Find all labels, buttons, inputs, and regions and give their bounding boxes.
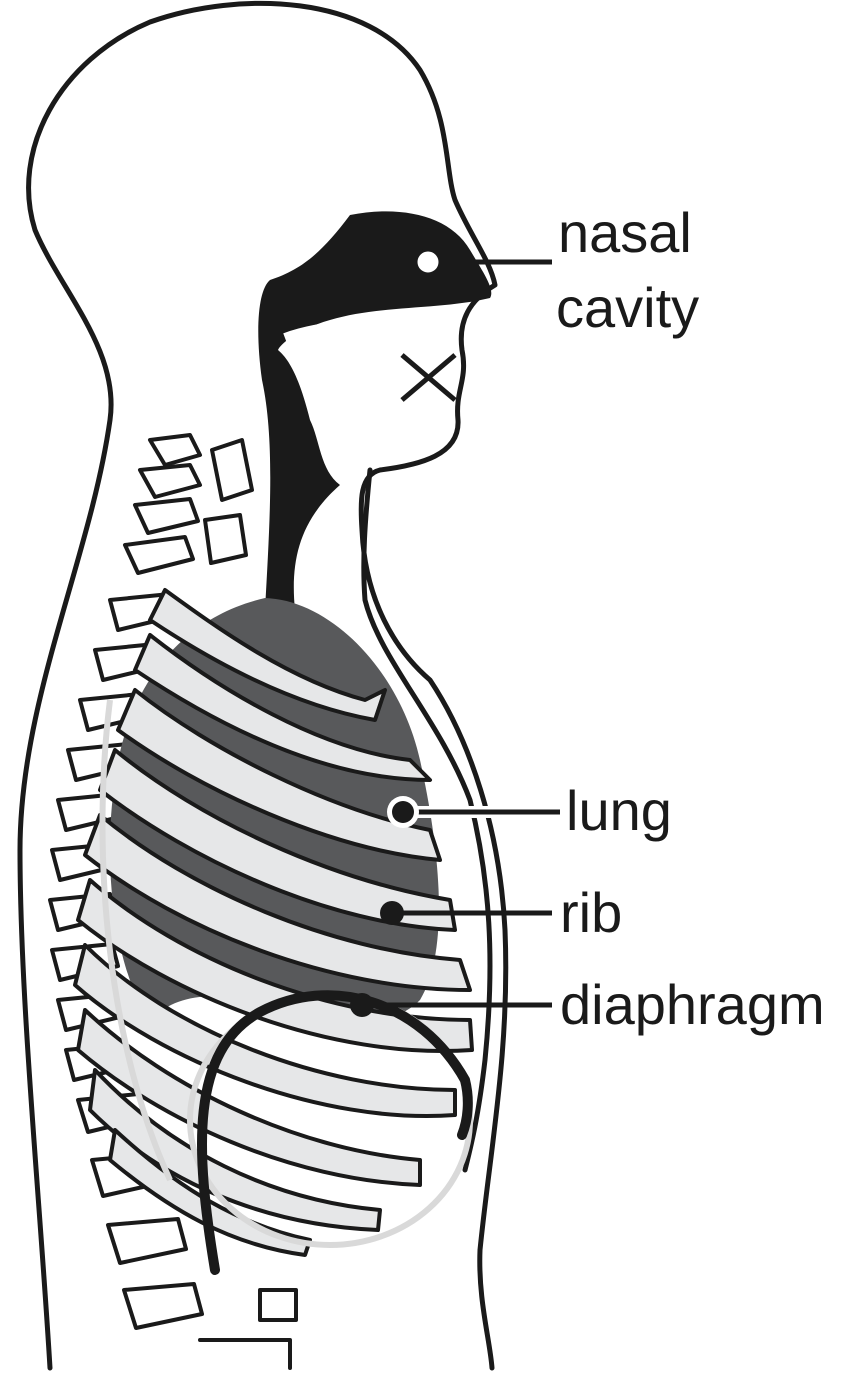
mouth-cross (402, 355, 455, 400)
label-diaphragm: diaphragm (560, 977, 825, 1033)
label-rib: rib (560, 885, 622, 941)
label-nasal-line2: cavity (556, 280, 699, 336)
label-lung: lung (566, 783, 672, 839)
label-nasal-line1: nasal (558, 205, 692, 261)
palate-line (285, 325, 430, 338)
